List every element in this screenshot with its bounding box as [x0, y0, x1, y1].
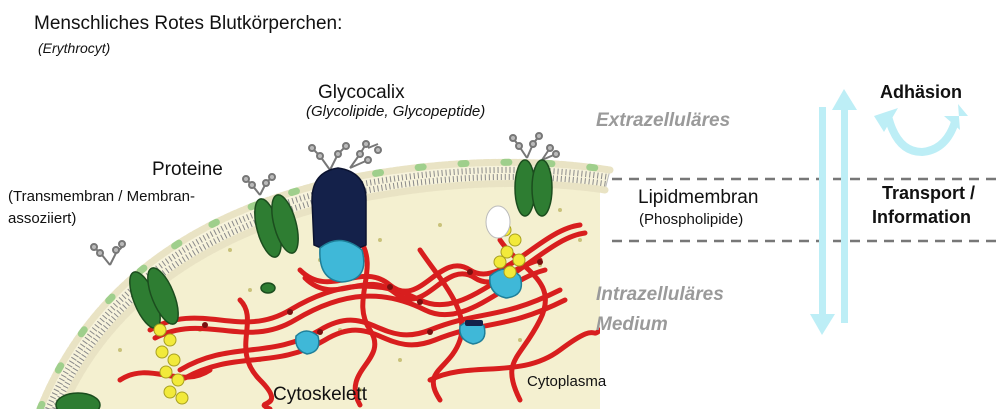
- intrazellulaeres-label: Intrazelluläres: [596, 284, 724, 306]
- adhesion-arrow-icon: [874, 104, 968, 152]
- adhaesion-label: Adhäsion: [880, 82, 962, 103]
- transport-arrows: [810, 89, 857, 335]
- proteine-label: Proteine: [152, 159, 223, 181]
- lipidmembran-sublabel: (Phospholipide): [639, 211, 743, 228]
- information-label: Information: [872, 207, 971, 228]
- transport-label: Transport /: [882, 183, 975, 204]
- glycocalix-label: Glycocalix: [318, 82, 405, 104]
- diagram-title: Menschliches Rotes Blutkörperchen:: [34, 13, 342, 35]
- cytoplasma-label: Cytoplasma: [527, 373, 606, 390]
- diagram-subtitle: (Erythrocyt): [38, 40, 110, 56]
- proteine-sublabel-1: (Transmembran / Membran-: [8, 188, 195, 205]
- extrazellulaeres-label: Extrazelluläres: [596, 110, 730, 132]
- glycocalix-sublabel: (Glycolipide, Glycopeptide): [306, 103, 485, 120]
- glycophorin-protein: [312, 168, 366, 252]
- medium-label: Medium: [596, 314, 668, 336]
- lipidmembran-label: Lipidmembran: [638, 187, 758, 209]
- cytoskelett-label: Cytoskelett: [273, 384, 367, 406]
- proteine-sublabel-2: assoziiert): [8, 210, 76, 227]
